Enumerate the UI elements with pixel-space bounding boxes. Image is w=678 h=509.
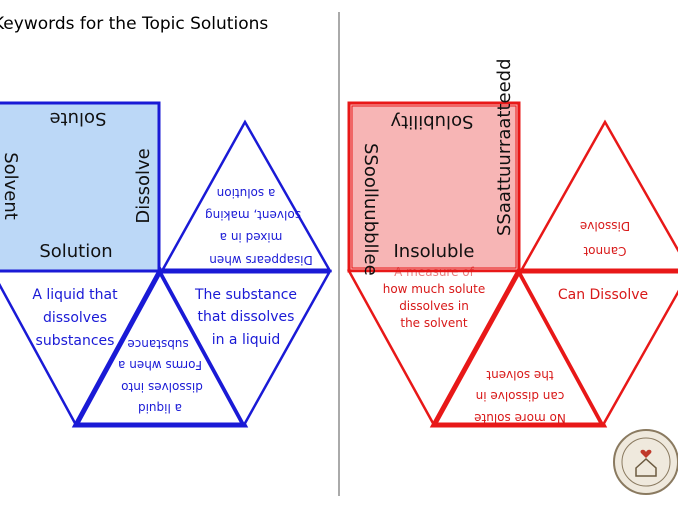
red-square-top: Solubility — [390, 111, 473, 132]
svg-text:No more solute: No more solute — [474, 411, 566, 425]
blue-square-top: Solute — [50, 108, 107, 129]
svg-text:a liquid: a liquid — [138, 401, 182, 415]
red-bottom-right-text: Can Dissolve — [558, 287, 648, 303]
svg-text:A liquid that: A liquid that — [32, 287, 118, 303]
svg-text:a solution: a solution — [217, 186, 276, 200]
red-bottom-middle-text: No more solute can dissolve in the solve… — [474, 368, 566, 425]
red-square-right: SSaattuurraatteedd — [494, 58, 515, 236]
blue-square-labels: Solute Solvent Dissolve Solution — [0, 108, 154, 262]
house-icon — [635, 457, 657, 477]
svg-text:Cannot: Cannot — [583, 244, 626, 258]
blue-net — [0, 101, 333, 428]
blue-square — [0, 101, 161, 273]
svg-text:The substance: The substance — [194, 287, 297, 303]
red-square — [347, 101, 521, 273]
svg-text:Forms when a: Forms when a — [118, 358, 202, 372]
red-net — [346, 101, 678, 428]
svg-text:that dissolves: that dissolves — [198, 309, 295, 325]
blue-square-left: Solvent — [0, 152, 21, 220]
svg-text:dissolves: dissolves — [43, 310, 107, 326]
svg-text:the solvent: the solvent — [486, 368, 554, 382]
svg-text:dissolves into: dissolves into — [121, 380, 203, 394]
svg-text:substances: substances — [36, 333, 115, 349]
svg-text:A measure of: A measure of — [394, 265, 475, 279]
svg-text:the solvent: the solvent — [400, 316, 468, 330]
red-square-left: SSoolluubbllee — [360, 143, 381, 276]
svg-text:solvent, making: solvent, making — [205, 208, 301, 222]
svg-text:dissolves in: dissolves in — [399, 299, 469, 313]
svg-text:Dissolve: Dissolve — [580, 219, 630, 233]
svg-text:Disappears when: Disappears when — [209, 253, 313, 267]
svg-text:can dissolve in: can dissolve in — [476, 389, 565, 403]
svg-text:how much solute: how much solute — [383, 282, 486, 296]
red-square-bottom: Insoluble — [393, 241, 474, 262]
svg-text:substance: substance — [127, 337, 188, 351]
red-bottom-left-text: A measure of how much solute dissolves i… — [383, 265, 486, 330]
red-square-labels: Solubility SSoolluubbllee SSaattuurraatt… — [360, 58, 515, 275]
svg-text:in a liquid: in a liquid — [212, 332, 281, 348]
blue-square-right: Dissolve — [133, 148, 154, 223]
red-top-triangle-text: Dissolve Cannot — [580, 219, 630, 258]
blue-square-bottom: Solution — [39, 241, 112, 262]
blue-bottom-left-text: A liquid that dissolves substances — [32, 287, 118, 349]
blue-bottom-right-text: The substance that dissolves in a liquid — [194, 287, 297, 348]
heart-icon — [640, 449, 652, 458]
heart-and-home-logo — [613, 429, 678, 495]
svg-text:mixed in a: mixed in a — [220, 230, 283, 244]
blue-top-triangle-text: Disappears when mixed in a solvent, maki… — [205, 186, 313, 267]
page-title: Keywords for the Topic Solutions — [0, 14, 268, 34]
blue-bottom-middle-text: a liquid dissolves into Forms when a sub… — [118, 337, 203, 415]
